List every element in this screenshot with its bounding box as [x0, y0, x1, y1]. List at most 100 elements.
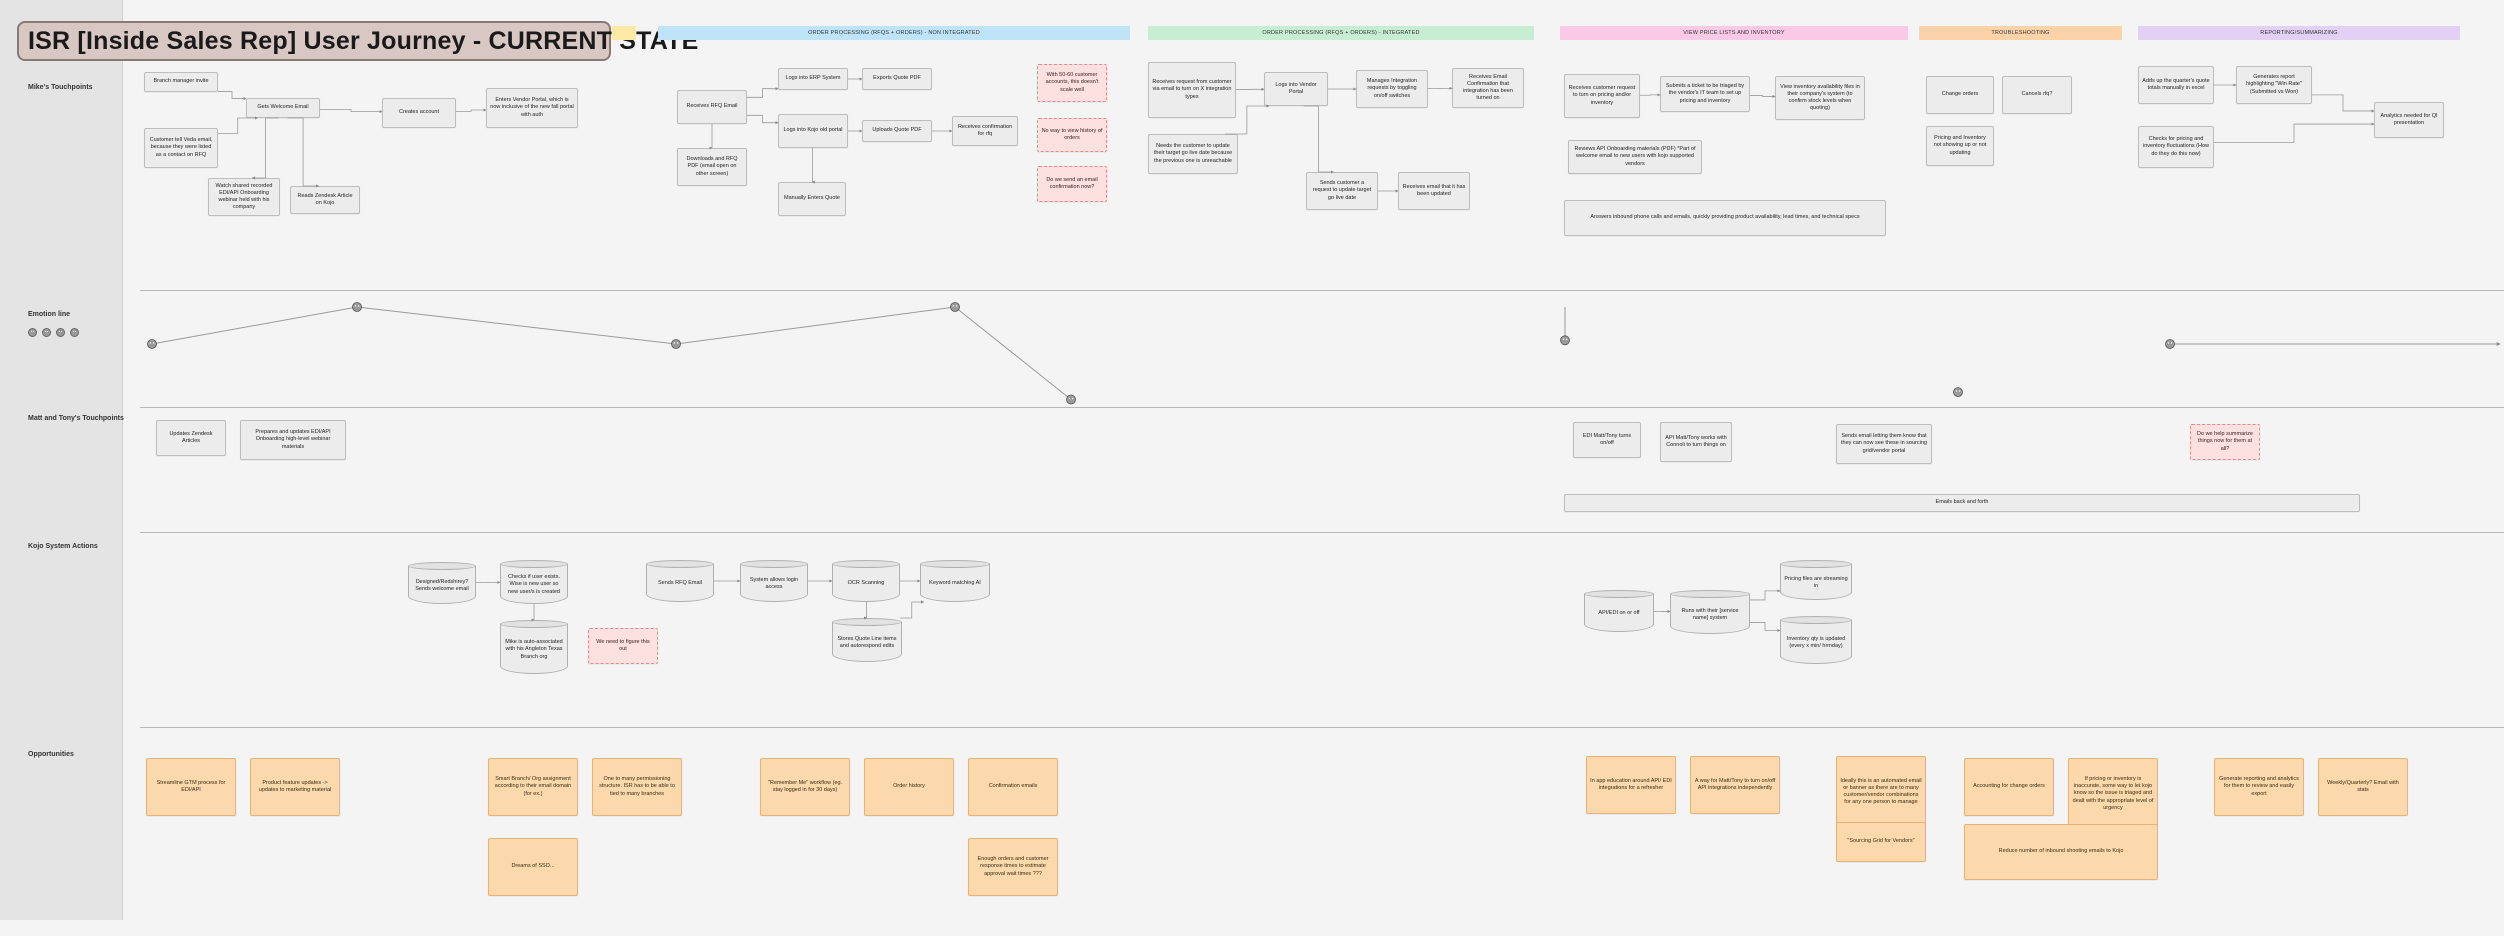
- cylinder-top: [1780, 560, 1852, 568]
- connector-arrow: [1750, 94, 1776, 99]
- journey-step-c39[interactable]: Prepares and updates EDI/API Onboarding …: [240, 420, 346, 460]
- journey-step-c2[interactable]: Customer tell Veda email, because they w…: [144, 128, 218, 168]
- opportunity-sticky-c62[interactable]: Generate reporting and analytics for the…: [2214, 758, 2304, 816]
- journey-step-c32[interactable]: Cancels rfq?: [2002, 76, 2072, 114]
- journey-step-c28[interactable]: View inventory availability files in the…: [1775, 76, 1865, 120]
- system-action-label: Inventory qty is updated (every x min/ h…: [1780, 620, 1852, 664]
- journey-step-c19[interactable]: Receives request from customer via email…: [1148, 62, 1236, 118]
- system-action-d7[interactable]: Keyword matching AI: [920, 560, 990, 602]
- emotion-face-icon: [1560, 335, 1570, 346]
- opportunity-sticky-c63[interactable]: Weekly/Quarterly? Email with stats: [2318, 758, 2408, 816]
- journey-step-c34[interactable]: Adds up the quarter's quote totals manua…: [2138, 66, 2214, 104]
- opportunity-sticky-c47[interactable]: Product feature updates -> updates to ma…: [250, 758, 340, 816]
- journey-step-c22[interactable]: Receives Email Confirmation that integra…: [1452, 68, 1524, 108]
- journey-step-c44[interactable]: Emails back and forth: [1564, 494, 2360, 512]
- journey-step-c26[interactable]: Receives customer request to turn on pri…: [1564, 74, 1640, 118]
- system-action-d9[interactable]: API/EDI on or off: [1584, 590, 1654, 632]
- emotion-face-icon: [1953, 387, 1963, 398]
- journey-step-c4[interactable]: Creates account: [382, 98, 456, 128]
- system-action-label: System allows login access: [740, 564, 808, 602]
- emotion-face-icon: [2165, 339, 2175, 349]
- opportunity-sticky-c51[interactable]: "Remember Me" workflow (eg. stay logged …: [760, 758, 850, 816]
- system-action-label: Sends RFQ Email: [646, 564, 714, 602]
- connector-arrow: [218, 116, 259, 134]
- question-sticky-c16[interactable]: With 50-60 customer accounts, this doesn…: [1037, 64, 1107, 102]
- journey-step-c25[interactable]: Receives email that it has been updated: [1398, 172, 1470, 210]
- journey-step-c7[interactable]: Reads Zendesk Article on Kojo: [290, 186, 360, 214]
- system-action-label: Stores Quote Line items and autorespond …: [832, 622, 902, 662]
- journey-step-c9[interactable]: Logs into ERP System: [778, 68, 848, 90]
- journey-step-c27[interactable]: Submits a ticket to be triaged by the ve…: [1660, 76, 1750, 112]
- phase-header-p4: TROUBLESHOOTING: [1919, 26, 2122, 40]
- connector-arrow: [747, 87, 779, 98]
- system-action-d2[interactable]: Checks if user exists. Wise is new user …: [500, 560, 568, 604]
- opportunity-sticky-c50[interactable]: Dreams of SSO...: [488, 838, 578, 896]
- phase-header-p1: ORDER PROCESSING (RFQS + ORDERS) - non i…: [658, 26, 1130, 40]
- journey-step-c40[interactable]: EDI Matt/Tony turns on/off: [1573, 422, 1641, 458]
- phase-header-p2: ORDER PROCESSING (RFQS + ORDERS) - integ…: [1148, 26, 1534, 40]
- opportunity-sticky-c48[interactable]: Smart Branch/ Org assignment according t…: [488, 758, 578, 816]
- journey-step-c8[interactable]: Receives RFQ Email: [677, 90, 747, 124]
- journey-step-c29[interactable]: Reviews API Onboarding materials (PDF) *…: [1568, 140, 1702, 174]
- system-action-d12[interactable]: Inventory qty is updated (every x min/ h…: [1780, 616, 1852, 664]
- journey-step-c41[interactable]: API Matt/Tony works with Connoli to turn…: [1660, 422, 1732, 462]
- journey-step-c42[interactable]: Sends email letting them know that they …: [1836, 424, 1932, 464]
- journey-step-c5[interactable]: Enters Vendor Portal, which is now inclu…: [486, 88, 578, 128]
- opportunity-sticky-c49[interactable]: One to many permissioning structure. ISR…: [592, 758, 682, 816]
- journey-step-c35[interactable]: Generates report highlighting "Win Rate"…: [2236, 66, 2312, 104]
- opportunity-sticky-c54[interactable]: Enough orders and customer response time…: [968, 838, 1058, 896]
- lane-divider-matt: [140, 532, 2504, 533]
- connector-arrow: [2214, 122, 2375, 143]
- journey-step-c33[interactable]: Pricing and Inventory not showing up or …: [1926, 126, 1994, 166]
- system-action-d10[interactable]: Runs with their [service name] system: [1670, 590, 1750, 634]
- journey-step-c23[interactable]: Needs the customer to update their targe…: [1148, 134, 1238, 174]
- opportunity-sticky-c52[interactable]: Order history: [864, 758, 954, 816]
- emotion-legend-face-icon: [56, 328, 65, 337]
- journey-step-c36[interactable]: Analytics needed for QI presentation: [2374, 102, 2444, 138]
- face-eye: [676, 342, 679, 344]
- connector-arrow: [287, 117, 320, 188]
- opportunity-sticky-c59[interactable]: Accounting for change orders: [1964, 758, 2054, 816]
- journey-step-c30[interactable]: Answers inbound phone calls and emails, …: [1564, 200, 1886, 236]
- opportunity-sticky-c56[interactable]: A way for Matt/Tony to turn on/off API i…: [1690, 756, 1780, 814]
- system-action-d4[interactable]: Sends RFQ Email: [646, 560, 714, 602]
- opportunity-sticky-c60[interactable]: If pricing or inventory is inaccurate, s…: [2068, 758, 2158, 830]
- emotion-face-icon: [950, 302, 960, 312]
- system-action-d6[interactable]: OCR Scanning: [832, 560, 900, 602]
- question-sticky-c18[interactable]: Do we send an email confirmation now?: [1037, 166, 1107, 202]
- question-sticky-c45[interactable]: We need to figure this out: [588, 628, 658, 664]
- cylinder-top: [1780, 616, 1852, 624]
- cylinder-top: [408, 562, 476, 570]
- face-eye: [1562, 338, 1565, 340]
- journey-step-c1[interactable]: Branch manager invite: [144, 72, 218, 92]
- opportunity-sticky-c53[interactable]: Confirmation emails: [968, 758, 1058, 816]
- emotion-face-icon: [1066, 394, 1076, 405]
- system-action-label: Designed/Redshirey? Sends welcome email: [408, 566, 476, 604]
- opportunity-sticky-c58[interactable]: "Sourcing Grid for Vendors": [1836, 822, 1926, 862]
- journey-step-c11[interactable]: Logs into Kojo old portal: [778, 114, 848, 148]
- system-action-d11[interactable]: Pricing files are streaming in: [1780, 560, 1852, 600]
- journey-step-c6[interactable]: Watch shared recorded EDI/API Onboarding…: [208, 178, 280, 216]
- journey-step-c37[interactable]: Checks for pricing and inventory fluctua…: [2138, 126, 2214, 168]
- journey-step-c38[interactable]: Updates Zendesk Articles: [156, 420, 226, 456]
- question-sticky-c17[interactable]: No way to view history of orders: [1037, 118, 1107, 152]
- face-eye: [357, 305, 360, 307]
- question-sticky-c43[interactable]: Do we help summarize things now for them…: [2190, 424, 2260, 460]
- opportunity-sticky-c61[interactable]: Reduce number of inbound shooting emails…: [1964, 824, 2158, 880]
- lane-label-kojo: Kojo System Actions: [28, 543, 98, 550]
- journey-step-c13[interactable]: Receives confirmation for rfq: [952, 116, 1018, 146]
- opportunity-sticky-c55[interactable]: In app education around API/ EDI integra…: [1586, 756, 1676, 814]
- journey-step-c20[interactable]: Logs into Vendor Portal: [1264, 72, 1328, 106]
- journey-step-c3[interactable]: Gets Welcome Email: [246, 98, 320, 118]
- system-action-d3[interactable]: Mike is auto-associated with his Angleto…: [500, 620, 568, 674]
- journey-step-c24[interactable]: Sends customer a request to update targe…: [1306, 172, 1378, 210]
- opportunity-sticky-c57[interactable]: Ideally this is an automated email or ba…: [1836, 756, 1926, 828]
- system-action-d5[interactable]: System allows login access: [740, 560, 808, 602]
- system-action-d1[interactable]: Designed/Redshirey? Sends welcome email: [408, 562, 476, 604]
- opportunity-sticky-c46[interactable]: Streamline GTM process for EDI/API: [146, 758, 236, 816]
- cylinder-top: [500, 560, 568, 568]
- journey-step-c31[interactable]: Change orders: [1926, 76, 1994, 114]
- connector-arrow: [899, 600, 925, 619]
- emotion-legend-face-icon: [28, 328, 37, 337]
- lane-divider-kojo: [140, 727, 2504, 728]
